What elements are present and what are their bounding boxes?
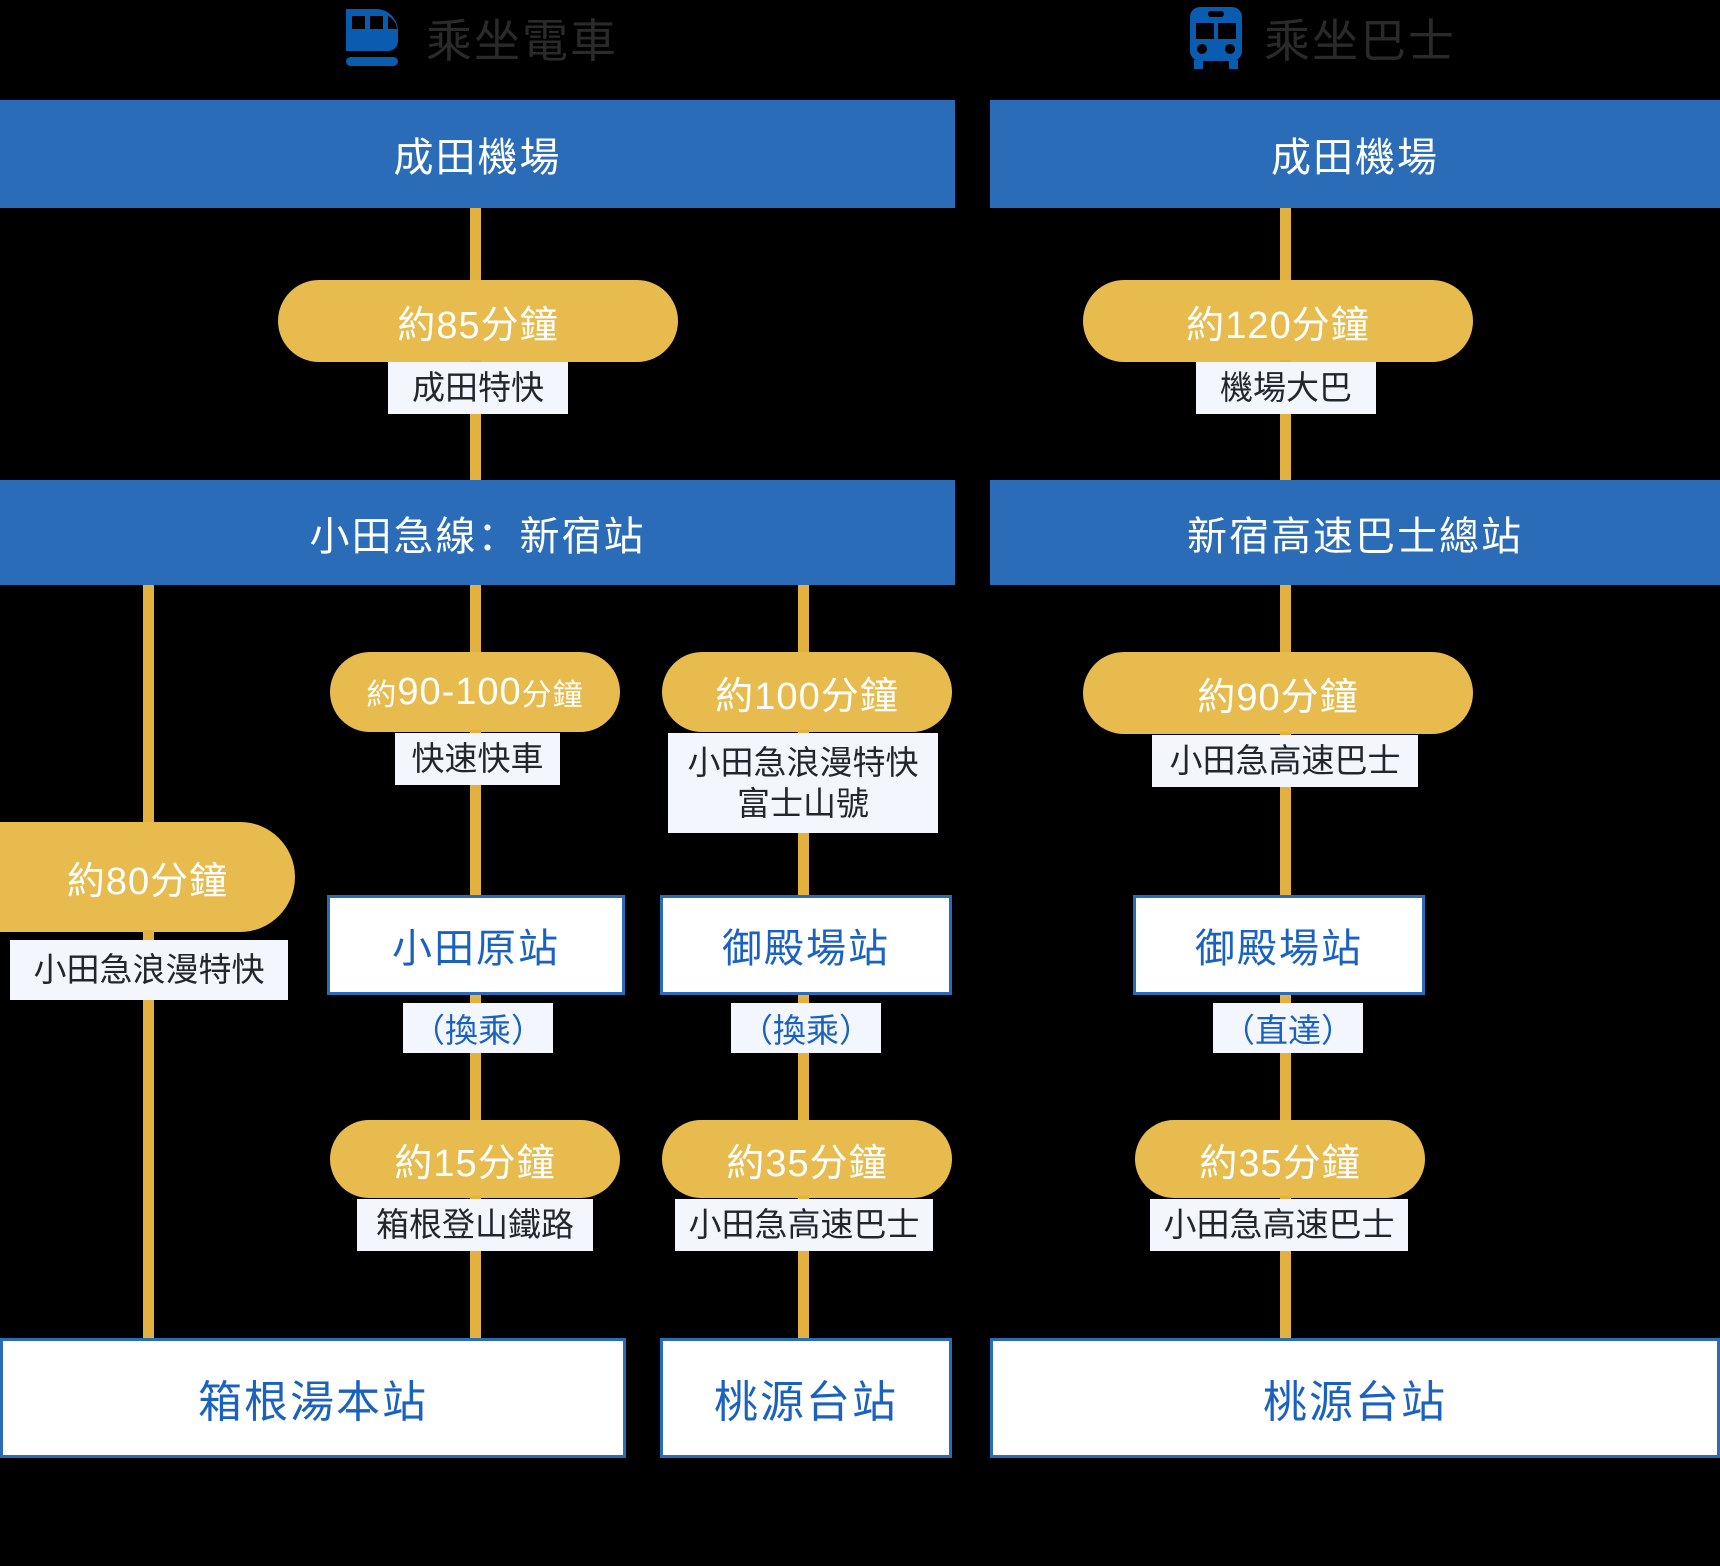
service-tag-narita-express: 成田特快 — [388, 362, 568, 414]
duration-prefix: 約 — [366, 679, 398, 712]
connector-line — [798, 585, 809, 665]
column-title-bus: 乘坐巴士 — [1264, 15, 1456, 67]
column-title-train: 乘坐電車 — [426, 15, 618, 67]
connector-line — [143, 930, 154, 1350]
connector-line — [470, 1196, 481, 1356]
direct-note-gotemba-right: （直達） — [1213, 1003, 1363, 1053]
banner-shinjuku-odakyu: 小田急線：新宿站 — [0, 480, 955, 585]
banner-shinjuku-bus-terminal: 新宿高速巴士總站 — [990, 480, 1720, 585]
bus-icon — [1184, 7, 1248, 69]
station-hakone-yumoto: 箱根湯本站 — [0, 1338, 626, 1458]
connector-line — [470, 208, 481, 280]
service-tag-romancecar-fuji: 小田急浪漫特快 富士山號 — [668, 733, 938, 833]
station-gotemba-right: 御殿場站 — [1133, 895, 1425, 995]
service-tag-gotemba-bus-right: 小田急高速巴士 — [1150, 1199, 1408, 1251]
transfer-note-odawara: （換乘） — [403, 1003, 553, 1053]
connector-line — [1280, 585, 1291, 665]
banner-narita-bus: 成田機場 — [990, 100, 1720, 208]
duration-suffix: 分鐘 — [521, 679, 584, 712]
service-tag-gotemba-bus-mid: 小田急高速巴士 — [675, 1199, 933, 1251]
station-gotemba-mid: 御殿場站 — [660, 895, 952, 995]
duration-pill-gotemba-bus-mid: 約35分鐘 — [662, 1120, 952, 1198]
column-header-train: 乘坐電車 — [240, 0, 720, 76]
service-tag-hakone-tozan: 箱根登山鐵路 — [357, 1199, 593, 1251]
duration-pill-airport-limousine: 約120分鐘 — [1083, 280, 1473, 362]
column-header-bus: 乘坐巴士 — [1080, 0, 1560, 76]
connector-line — [1280, 208, 1291, 280]
duration-pill-odakyu-highway-bus: 約90分鐘 — [1083, 652, 1473, 734]
station-togendai-mid: 桃源台站 — [660, 1338, 952, 1458]
duration-pill-narita-express: 約85分鐘 — [278, 280, 678, 362]
service-tag-romancecar-direct: 小田急浪漫特快 — [10, 940, 288, 1000]
train-icon — [342, 7, 410, 69]
connector-line — [470, 730, 481, 898]
duration-pill-romancecar-direct: 約80分鐘 — [0, 822, 295, 932]
service-tag-airport-limousine: 機場大巴 — [1196, 362, 1376, 414]
connector-line — [143, 585, 154, 860]
connector-line — [470, 585, 481, 665]
duration-main: 90-100 — [397, 670, 522, 713]
transfer-note-gotemba-mid: （換乘） — [731, 1003, 881, 1053]
connector-line — [1280, 1196, 1291, 1356]
duration-pill-hakone-tozan: 約15分鐘 — [330, 1120, 620, 1198]
connector-line — [798, 995, 809, 1125]
service-line-2: 富士山號 — [737, 785, 869, 822]
connector-line — [1280, 995, 1291, 1125]
duration-pill-gotemba-bus-right: 約35分鐘 — [1135, 1120, 1425, 1198]
station-togendai-right: 桃源台站 — [990, 1338, 1720, 1458]
connector-line — [1280, 360, 1291, 480]
connector-line — [470, 995, 481, 1125]
service-tag-odakyu-highway-bus: 小田急高速巴士 — [1152, 735, 1418, 787]
service-tag-rapid-express: 快速快車 — [395, 733, 560, 785]
banner-narita-train: 成田機場 — [0, 100, 955, 208]
connector-line — [1280, 732, 1291, 898]
station-odawara: 小田原站 — [327, 895, 625, 995]
connector-line — [470, 360, 481, 480]
connector-line — [798, 1196, 809, 1356]
duration-pill-romancecar-fuji: 約100分鐘 — [662, 652, 952, 732]
service-line-1: 小田急浪漫特快 — [687, 743, 919, 781]
